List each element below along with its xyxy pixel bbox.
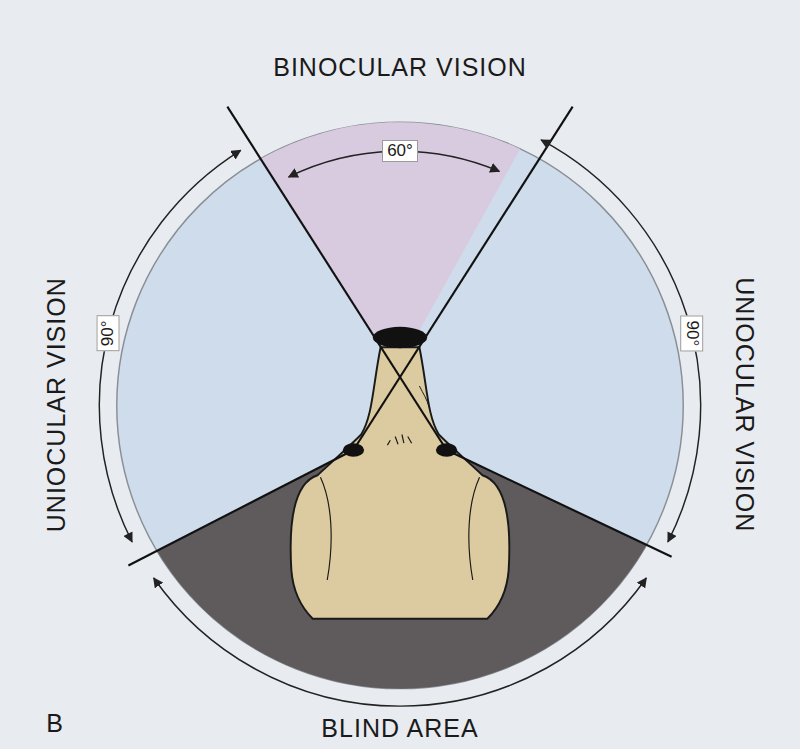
angle-value: 60° — [382, 140, 418, 163]
region-title: UNIOCULAR VISION — [730, 278, 758, 533]
sight-lines — [128, 107, 671, 566]
region-title: BLIND AREA — [321, 715, 478, 743]
angle-arcs — [99, 140, 700, 706]
region-title: BINOCULAR VISION — [273, 54, 527, 82]
angle-value: 90° — [97, 315, 120, 351]
field-circle — [117, 122, 683, 688]
dog-head — [291, 327, 510, 619]
region-title: UNIOCULAR VISION — [42, 278, 70, 533]
figure-letter: B — [46, 710, 64, 738]
binocular-sector — [261, 122, 521, 371]
angle-value: 90° — [681, 315, 704, 351]
